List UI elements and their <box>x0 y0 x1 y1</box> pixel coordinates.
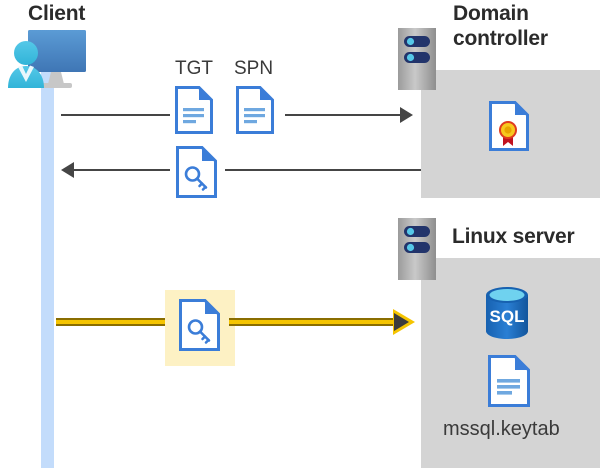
flow-request-line-left <box>61 114 170 116</box>
domain-controller-title: Domain controller <box>453 2 593 52</box>
linux-server-title: Linux server <box>452 225 575 248</box>
spn-document-icon <box>236 86 274 134</box>
flow-request-arrowhead <box>400 107 413 123</box>
sql-database-icon: SQL <box>483 286 531 340</box>
spn-label: SPN <box>234 58 274 79</box>
keytab-label: mssql.keytab <box>443 418 560 440</box>
domain-controller-server-rack-icon <box>398 28 436 90</box>
svg-text:SQL: SQL <box>490 307 525 326</box>
presented-ticket-key-document-icon <box>179 299 221 351</box>
flow-request-line-right <box>285 114 400 116</box>
flow-response-line-right <box>225 169 421 171</box>
service-ticket-key-document-icon <box>176 146 218 198</box>
domain-controller-title-line2: controller <box>453 26 548 50</box>
tgt-label: TGT <box>175 58 213 79</box>
flow-auth-arrowhead <box>393 309 417 335</box>
linux-server-rack-icon <box>398 218 436 280</box>
flow-response-line-left <box>74 169 170 171</box>
flow-auth-line-right <box>229 318 395 326</box>
tgt-document-icon <box>175 86 213 134</box>
client-title: Client <box>28 2 86 25</box>
client-icon <box>4 26 90 92</box>
domain-controller-title-line1: Domain <box>453 2 529 25</box>
flow-auth-line-left <box>56 318 168 326</box>
keytab-document-icon <box>488 355 530 407</box>
certificate-document-icon <box>489 101 529 151</box>
client-lifeline <box>41 72 54 468</box>
flow-response-arrowhead <box>61 162 74 178</box>
